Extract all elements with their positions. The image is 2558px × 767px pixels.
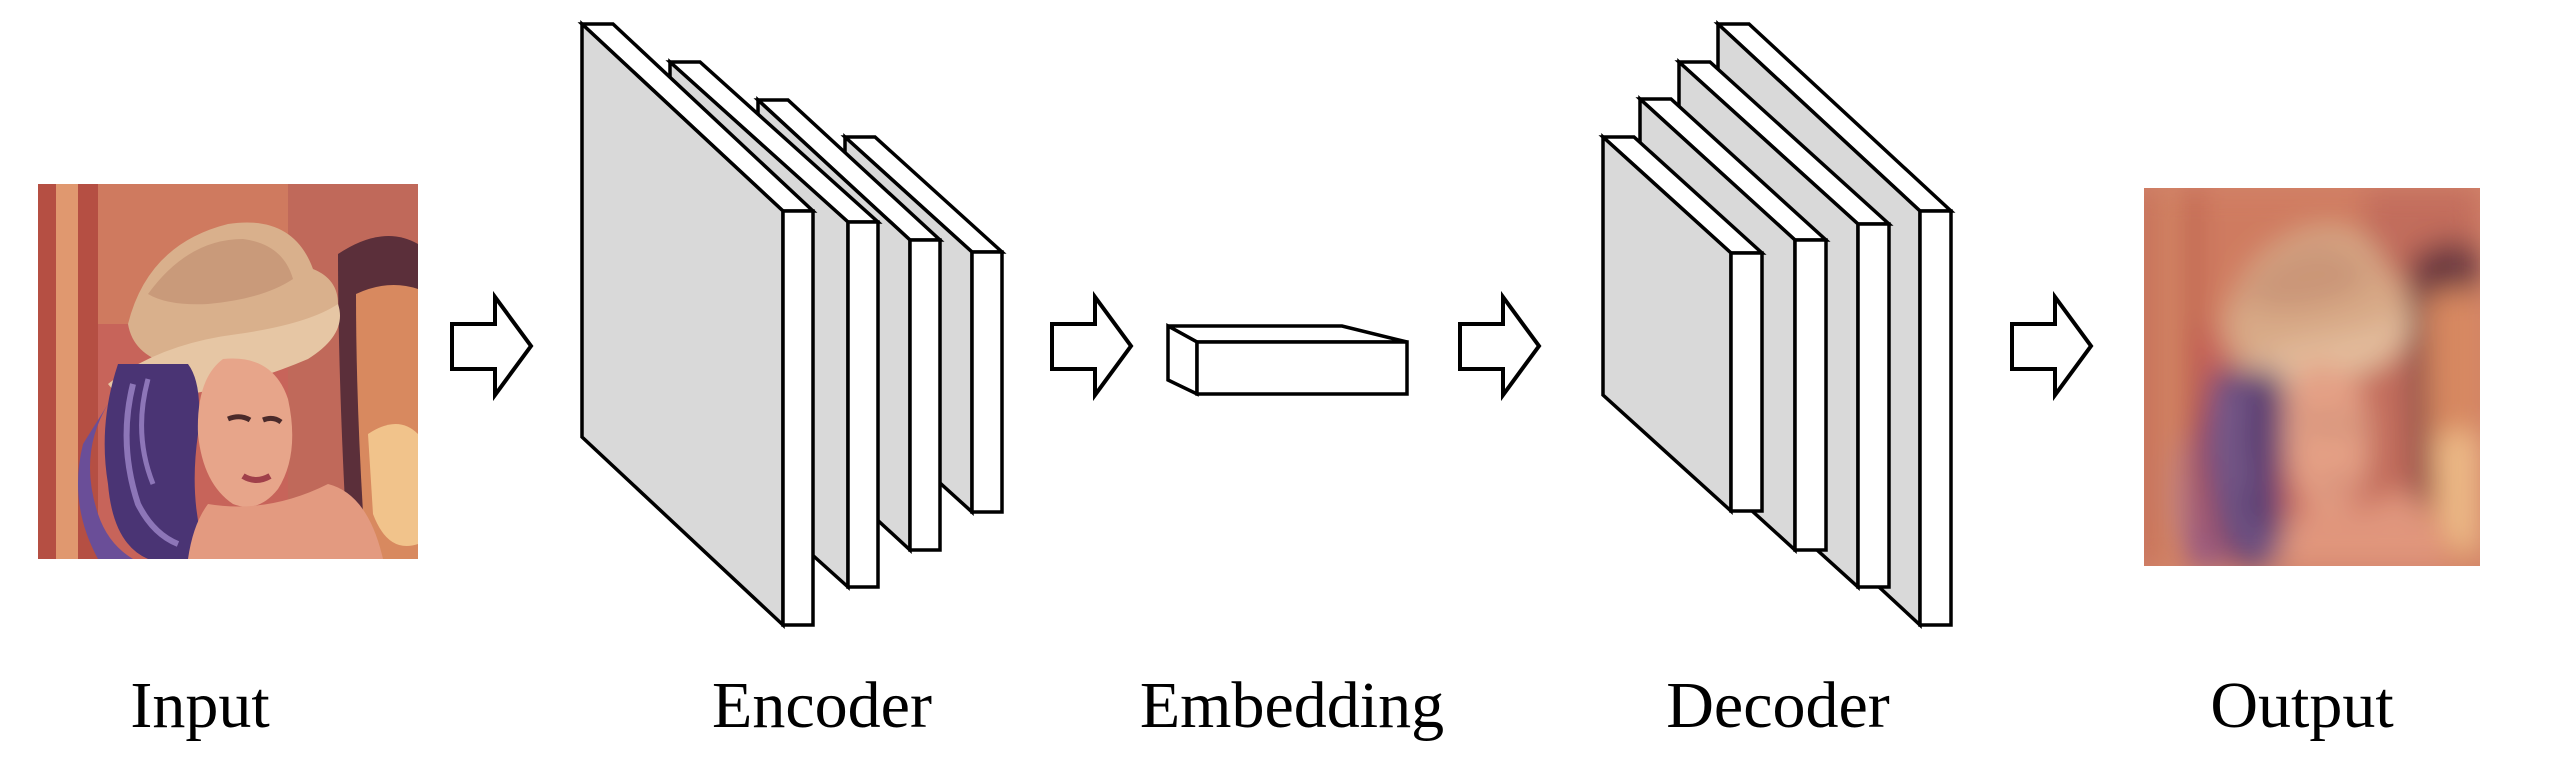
output-image (2144, 188, 2480, 566)
decoder-layer-1 (1598, 133, 1767, 515)
decoder-block (1598, 19, 1956, 630)
input-image (38, 184, 418, 559)
arrow-right-icon (2010, 290, 2094, 402)
arrow-right-icon (1050, 290, 1134, 402)
arrow-right-icon (1458, 290, 1542, 402)
encoder-block (577, 19, 1007, 630)
encoder-label: Encoder (712, 669, 932, 742)
embedding-label: Embedding (1139, 669, 1445, 742)
decoder-label: Decoder (1666, 669, 1890, 742)
input-label: Input (130, 669, 270, 742)
arrow-right-icon (450, 290, 534, 402)
embedding-block (1166, 323, 1409, 397)
output-label: Output (2210, 669, 2394, 742)
encoder-layer-1 (577, 19, 818, 630)
